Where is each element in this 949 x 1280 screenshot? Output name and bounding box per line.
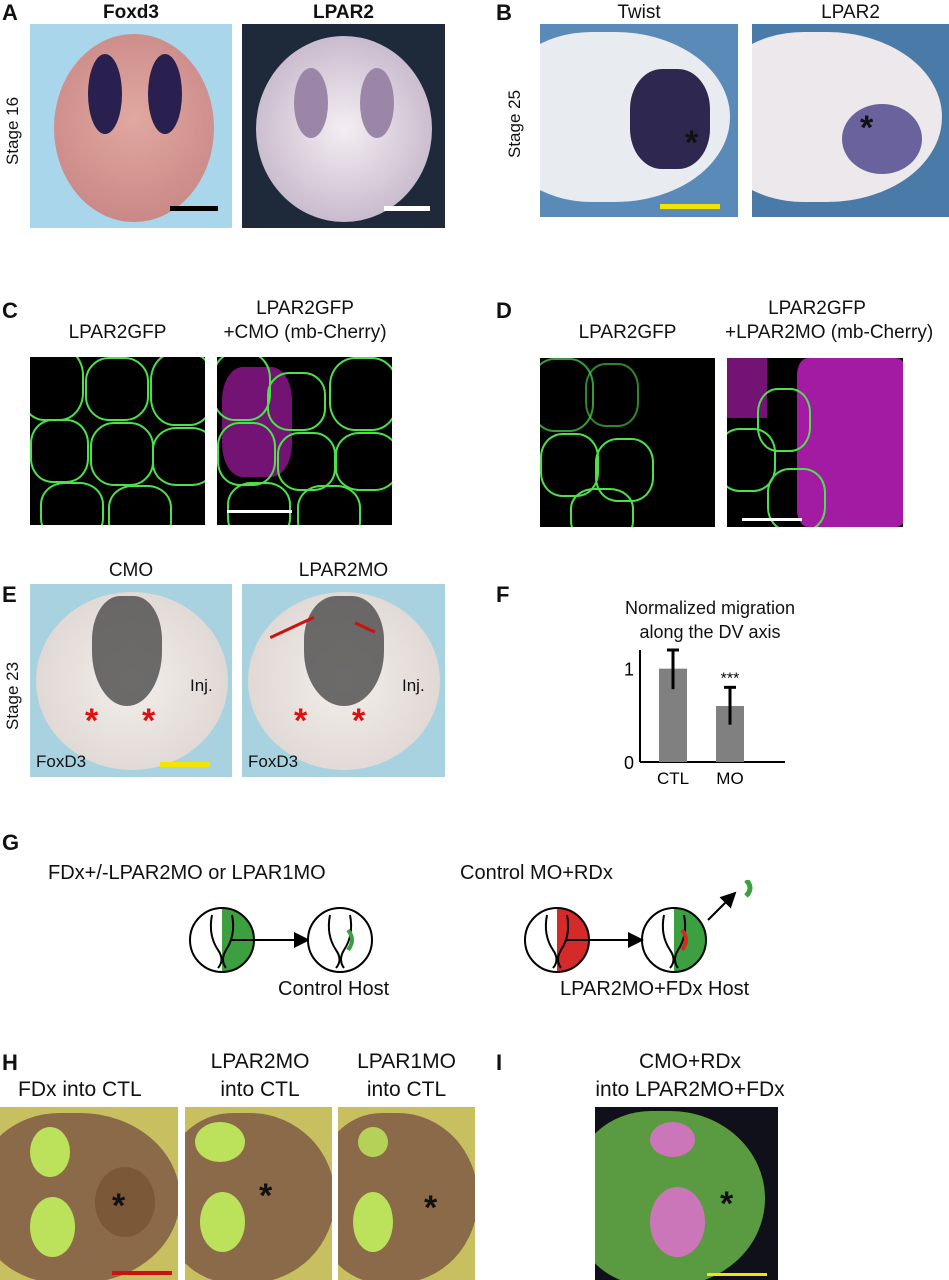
row-label-stage25: Stage 25	[505, 89, 524, 158]
panel-label-i: I	[496, 1050, 503, 1075]
panel-label-h: H	[2, 1050, 18, 1075]
title-twist: Twist	[617, 2, 661, 23]
image-a-foxd3	[30, 24, 232, 228]
h-title-2: LPAR2MO	[210, 1050, 310, 1073]
h-title-4: LPAR1MO	[357, 1050, 456, 1073]
image-h-3: *	[338, 1107, 475, 1280]
transplant-diagram	[189, 880, 753, 973]
row-label-stage23: Stage 23	[3, 661, 22, 730]
image-h-1: *	[0, 1107, 178, 1280]
title-d-3: +LPAR2MO (mb-Cherry)	[725, 322, 934, 343]
image-c-gfp	[30, 357, 205, 525]
asterisk-marker: *	[294, 702, 308, 740]
inj-label: Inj.	[402, 676, 425, 695]
panel-label-c: C	[2, 298, 18, 323]
asterisk-marker: *	[259, 1177, 273, 1215]
h-title-1: FDx into CTL	[18, 1078, 142, 1101]
g-right-title: Control MO+RDx	[460, 862, 613, 884]
h-title-5: into CTL	[366, 1078, 447, 1101]
embryo-host-green	[641, 907, 707, 973]
scale-bar	[742, 518, 802, 521]
panel-label-g: G	[2, 830, 20, 855]
scale-bar	[227, 510, 292, 513]
inj-label: Inj.	[190, 676, 213, 695]
scale-bar	[170, 206, 218, 211]
scale-bar	[384, 206, 430, 211]
panel-label-d: D	[496, 298, 512, 323]
image-e-lpar2mo: * * Inj. FoxD3	[242, 584, 445, 777]
y-tick-label: 0	[624, 753, 634, 773]
title-c-3: +CMO (mb-Cherry)	[223, 322, 387, 343]
title-d-1: LPAR2GFP	[578, 322, 677, 343]
significance-label: ***	[721, 670, 740, 687]
scale-bar	[160, 762, 210, 767]
chart-title-line1: Normalized migration	[624, 598, 796, 618]
scale-bar	[707, 1273, 767, 1276]
image-a-lpar2	[242, 24, 445, 228]
embryo-host	[307, 907, 373, 973]
probe-label: FoxD3	[36, 752, 87, 771]
image-b-lpar2: *	[752, 24, 949, 217]
title-lpar2-b: LPAR2	[821, 2, 880, 23]
scale-bar	[112, 1271, 172, 1275]
probe-label: FoxD3	[248, 752, 299, 771]
asterisk-marker: *	[112, 1187, 126, 1225]
image-i: *	[595, 1107, 778, 1280]
asterisk-marker: *	[685, 124, 699, 162]
panel-label-f: F	[496, 582, 510, 607]
asterisk-marker: *	[860, 109, 874, 147]
image-b-twist: *	[540, 24, 738, 217]
chart-title-line2: along the DV axis	[639, 622, 781, 642]
title-lpar2: LPAR2	[313, 2, 374, 23]
panel-label-b: B	[496, 0, 512, 25]
title-c-1: LPAR2GFP	[68, 322, 167, 343]
x-tick-label: MO	[716, 769, 743, 788]
g-right-host: LPAR2MO+FDx Host	[560, 978, 750, 1000]
panel-label-a: A	[2, 0, 18, 25]
panel-label-e: E	[2, 582, 17, 607]
row-label-stage16: Stage 16	[3, 96, 22, 165]
title-d-2: LPAR2GFP	[768, 298, 866, 319]
asterisk-marker: *	[424, 1189, 438, 1227]
asterisk-marker: *	[352, 702, 366, 740]
image-h-2: *	[185, 1107, 332, 1280]
title-c-2: LPAR2GFP	[256, 298, 354, 319]
scale-bar	[660, 204, 720, 209]
image-d-merge	[727, 358, 903, 527]
h-title-3: into CTL	[220, 1078, 300, 1101]
i-title-1: CMO+RDx	[638, 1050, 742, 1073]
asterisk-marker: *	[720, 1185, 734, 1223]
image-d-gfp	[540, 358, 715, 527]
i-title-2: into LPAR2MO+FDx	[595, 1078, 785, 1101]
x-tick-label: CTL	[657, 769, 689, 788]
title-foxd3: Foxd3	[103, 2, 159, 23]
asterisk-marker: *	[142, 702, 156, 740]
title-lpar2mo: LPAR2MO	[298, 560, 389, 581]
image-c-merge	[217, 357, 392, 525]
image-e-cmo: * * Inj. FoxD3	[30, 584, 232, 777]
title-cmo: CMO	[108, 560, 154, 581]
g-left-host: Control Host	[278, 978, 390, 1000]
asterisk-marker: *	[85, 702, 99, 740]
g-left-title: FDx+/-LPAR2MO or LPAR1MO	[48, 862, 326, 884]
y-tick-label: 1	[624, 660, 634, 680]
